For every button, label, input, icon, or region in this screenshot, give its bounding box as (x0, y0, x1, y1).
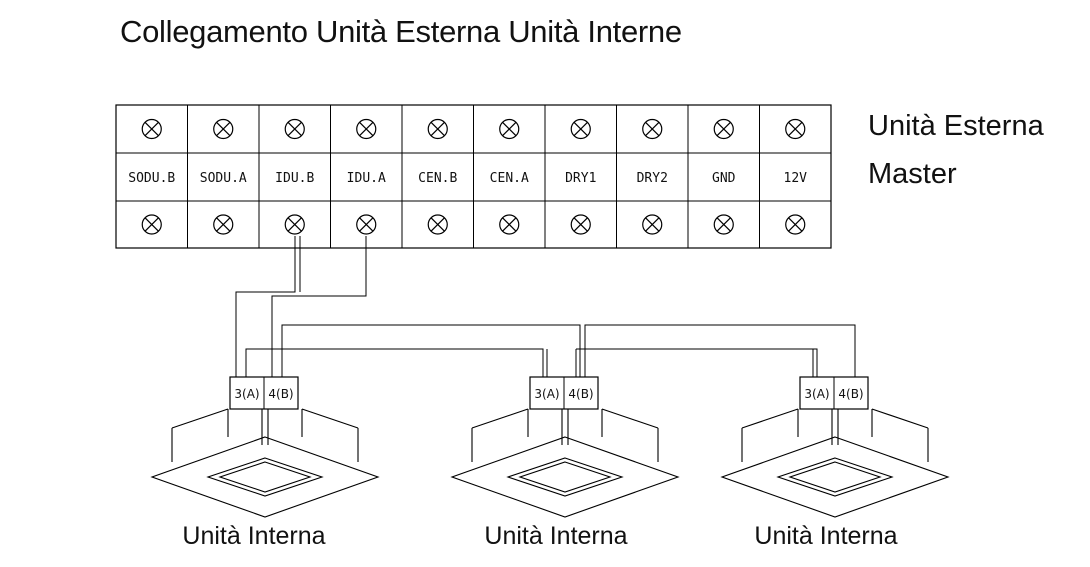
screw-terminal-icon (570, 214, 591, 235)
terminal-label: DRY2 (637, 171, 668, 186)
indoor-units: 3(A) 4(B) 3(A) 4(B) 3(A) 4(B) (150, 376, 950, 518)
screw-terminal-icon (499, 214, 520, 235)
screw-terminal-icon (213, 118, 234, 140)
indoor-unit: 3(A) 4(B) (450, 376, 680, 518)
terminal-label: SODU.A (200, 171, 247, 186)
screw-terminal-icon (141, 214, 162, 235)
terminal-label: CEN.B (418, 171, 457, 186)
outdoor-unit-role-label: Master (868, 158, 957, 190)
port-b-label: 4(B) (838, 387, 863, 401)
screw-terminal-icon (785, 214, 806, 235)
port-b-label: 4(B) (268, 387, 293, 401)
cassette-unit-icon (150, 408, 380, 518)
cassette-unit-icon (450, 408, 680, 518)
terminal-label: IDU.A (347, 171, 386, 186)
wire (281, 324, 581, 377)
screw-terminal-icon (356, 214, 377, 235)
screw-terminal-icon (284, 118, 305, 140)
wiring (235, 236, 856, 377)
indoor-unit-label: Unità Interna (484, 522, 628, 550)
terminal-strip: SODU.B SODU.A IDU.B IDU.A CEN.B CEN.A DRY1 DRY2… (115, 104, 832, 249)
screw-terminal-icon (427, 214, 448, 235)
screw-terminal-icon (785, 118, 806, 140)
wire (235, 236, 296, 377)
screw-terminal-icon (141, 118, 162, 140)
terminal-label: SODU.B (128, 171, 175, 186)
screw-terminal-icon (499, 118, 520, 140)
port-a-label: 3(A) (234, 387, 259, 401)
diagram-title: Collegamento Unità Esterna Unità Interne (120, 14, 682, 49)
outdoor-unit-label: Unità Esterna (868, 110, 1044, 142)
screw-terminal-icon (713, 118, 734, 140)
port-a-label: 3(A) (804, 387, 829, 401)
terminal-label: CEN.A (490, 171, 529, 186)
indoor-unit: 3(A) 4(B) (150, 376, 380, 518)
screw-terminal-icon (427, 118, 448, 140)
screw-terminal-icon (570, 118, 591, 140)
wire (245, 348, 544, 377)
port-a-label: 3(A) (534, 387, 559, 401)
screw-terminal-icon (284, 214, 305, 235)
screw-terminal-icon (213, 214, 234, 235)
terminal-label: GND (712, 171, 736, 186)
indoor-unit-label: Unità Interna (182, 522, 326, 550)
terminal-label: 12V (784, 171, 808, 186)
wire (584, 324, 856, 377)
port-b-label: 4(B) (568, 387, 593, 401)
terminal-label: IDU.B (275, 171, 314, 186)
cassette-unit-icon (720, 408, 950, 518)
screw-terminal-icon (356, 118, 377, 140)
wire (576, 348, 818, 377)
wire (271, 236, 367, 377)
screw-terminal-icon (713, 214, 734, 235)
indoor-unit-label: Unità Interna (754, 522, 898, 550)
terminal-label: DRY1 (565, 171, 596, 186)
screw-terminal-icon (642, 118, 663, 140)
indoor-unit: 3(A) 4(B) (720, 376, 950, 518)
screw-terminal-icon (642, 214, 663, 235)
